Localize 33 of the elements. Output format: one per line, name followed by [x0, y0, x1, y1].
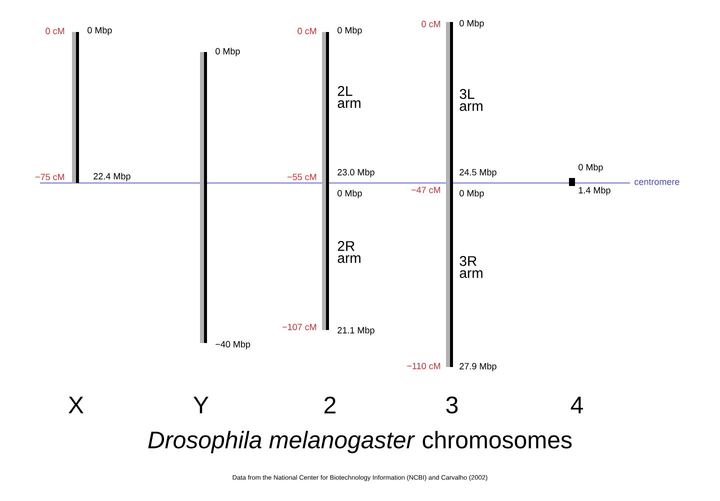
position-label: 0 cM [46, 28, 64, 34]
position-label: 0 cM [298, 28, 316, 34]
position-label: 1.4 Mbp [578, 186, 610, 196]
position-label: 0 Mbp [578, 164, 603, 172]
arm-label: 2R arm [338, 241, 360, 263]
position-label: −107 cM [282, 324, 316, 330]
chromosome-name: 2 [324, 396, 336, 414]
arm-label: 3L arm [460, 89, 482, 111]
chromosome-name: Y [194, 396, 208, 414]
position-label: 0 Mbp [338, 190, 362, 198]
position-label: 24.5 Mbp [460, 168, 496, 178]
position-label: 0 Mbp [460, 190, 484, 198]
position-label: 23.0 Mbp [338, 168, 374, 178]
position-label: 0 Mbp [338, 26, 362, 36]
position-label: 0 Mbp [216, 48, 240, 56]
chromosome-name: X [68, 396, 84, 414]
arm-label: 3R arm [460, 256, 482, 278]
position-label: −110 cM [407, 362, 440, 370]
position-label: centromere [634, 179, 680, 185]
position-label: −47 cM [411, 186, 440, 194]
position-label: 0 cM [422, 20, 440, 28]
arm-label: 2L arm [338, 86, 360, 108]
position-label: −75 cM [35, 174, 64, 180]
position-label: 0 Mbp [88, 26, 112, 36]
position-label: 21.1 Mbp [338, 326, 374, 336]
chromosome-name: 3 [446, 396, 458, 414]
position-label: 0 Mbp [460, 20, 484, 28]
chromosome-name: 4 [570, 396, 583, 414]
position-label: 27.9 Mbp [460, 362, 496, 372]
position-label: −55 cM [287, 174, 316, 180]
position-label: −40 Mbp [216, 340, 250, 350]
title: Drosophila melanogaster chromosomes [148, 430, 572, 454]
position-label: 22.4 Mbp [94, 172, 130, 182]
